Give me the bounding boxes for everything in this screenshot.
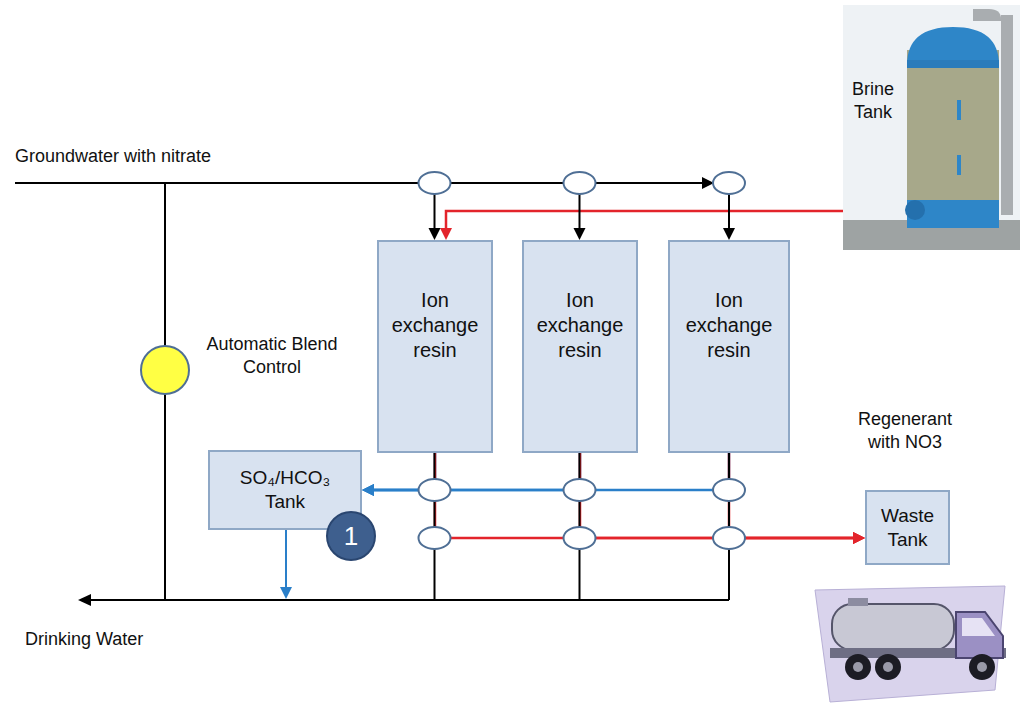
flow-label: Regenerant with NO3 — [845, 408, 965, 453]
node-text: Ion exchange resin — [679, 288, 779, 363]
brine-line — [440, 211, 843, 240]
node-text: Ion exchange resin — [530, 288, 630, 363]
resin-column: Ion exchange resin — [668, 240, 790, 453]
callout-number: 1 — [326, 511, 376, 561]
inlet-label: Groundwater with nitrate — [15, 145, 211, 168]
brine-tank-photo — [843, 5, 1020, 250]
brine-line — [435, 453, 865, 544]
brine-line — [729, 453, 865, 544]
blend-control: Automatic Blend Control — [140, 345, 190, 395]
waste-tank: Waste Tank — [865, 490, 950, 565]
node-text: Brine Tank — [845, 78, 901, 123]
node-text: Ion exchange resin — [385, 288, 485, 363]
resin-column: Ion exchange resin — [377, 240, 493, 453]
node-text: Waste Tank — [873, 504, 942, 552]
brine-tank: Brine Tank — [843, 5, 1020, 250]
blend-valve-symbol — [140, 345, 190, 395]
truck-illustration — [815, 586, 1006, 702]
rinse-line — [362, 453, 729, 496]
node-text: Automatic Blend Control — [202, 333, 342, 378]
node-text: SO₄/HCO₃ Tank — [230, 466, 340, 514]
outlet-label: Drinking Water — [25, 628, 143, 651]
resin-column: Ion exchange resin — [522, 240, 638, 453]
